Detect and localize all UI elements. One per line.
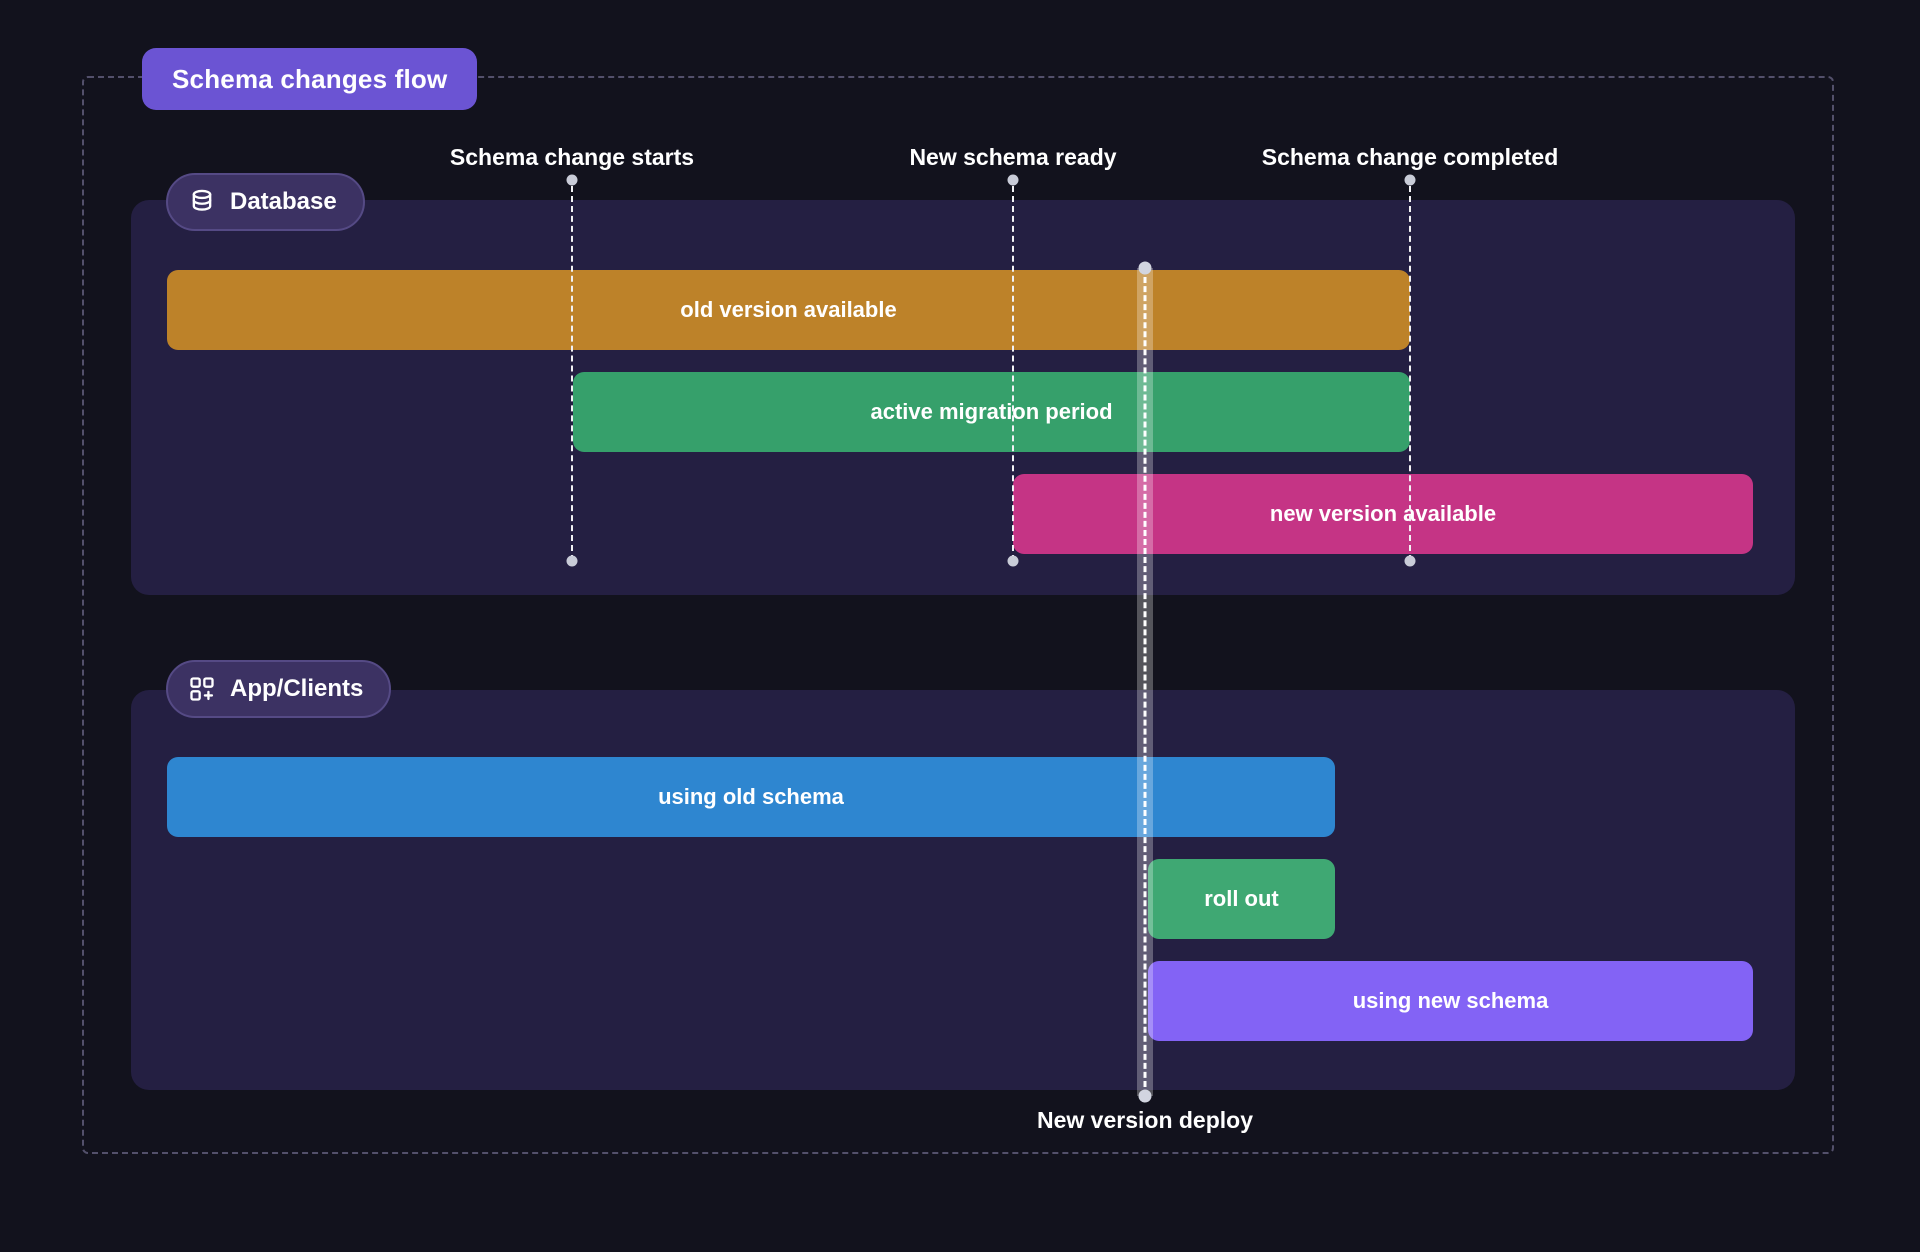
deploy-dot-bottom (1138, 1089, 1152, 1103)
bar-old-version-available[interactable]: old version available (167, 270, 1410, 350)
milestone-dot-top-new-schema-ready (1007, 174, 1019, 186)
bar-label-roll-out: roll out (1204, 886, 1279, 911)
milestone-dot-bottom-schema-change-completed (1404, 555, 1416, 567)
bar-new-version-available[interactable]: new version available (1013, 474, 1753, 554)
milestone-dot-bottom-schema-change-starts (566, 555, 578, 567)
milestone-label-schema-change-completed: Schema change completed (1261, 144, 1559, 170)
bar-using-new-schema[interactable]: using new schema (1148, 961, 1753, 1041)
deploy-line (1143, 268, 1147, 1096)
milestone-dot-top-schema-change-completed (1404, 174, 1416, 186)
bar-label-new-version-available: new version available (1269, 501, 1497, 526)
database-icon (188, 188, 216, 216)
bar-active-migration-period[interactable]: active migration period (573, 372, 1410, 452)
lane-badge-app-clients[interactable]: App/Clients (166, 660, 392, 718)
lane-badge-database[interactable]: Database (166, 173, 365, 231)
bar-label-active-migration-period: active migration period (870, 399, 1113, 424)
bar-using-old-schema[interactable]: using old schema (167, 757, 1335, 837)
lane-label-app-clients: App/Clients (230, 675, 364, 702)
lane-label-database: Database (230, 188, 337, 215)
diagram-title-badge: Schema changes flow (142, 48, 478, 110)
deploy-dot-top (1138, 261, 1152, 275)
milestone-dot-bottom-new-schema-ready (1007, 555, 1019, 567)
page-title: Schema changes flow (172, 63, 448, 94)
milestone-label-new-schema-ready: New schema ready (909, 144, 1117, 170)
milestone-line-schema-change-completed (1409, 186, 1411, 561)
milestone-dot-top-schema-change-starts (566, 174, 578, 186)
layout-grid-plus-icon (188, 675, 216, 703)
milestone-line-new-schema-ready (1012, 186, 1014, 561)
bar-roll-out[interactable]: roll out (1148, 859, 1335, 939)
bar-label-using-old-schema: using old schema (658, 784, 844, 809)
milestone-line-schema-change-starts (571, 186, 573, 561)
bar-label-old-version-available: old version available (680, 297, 897, 322)
deploy-label: New version deploy (1036, 1107, 1254, 1133)
diagram-frame (82, 76, 1834, 1154)
milestone-label-schema-change-starts: Schema change starts (449, 144, 695, 170)
bar-label-using-new-schema: using new schema (1352, 988, 1549, 1013)
